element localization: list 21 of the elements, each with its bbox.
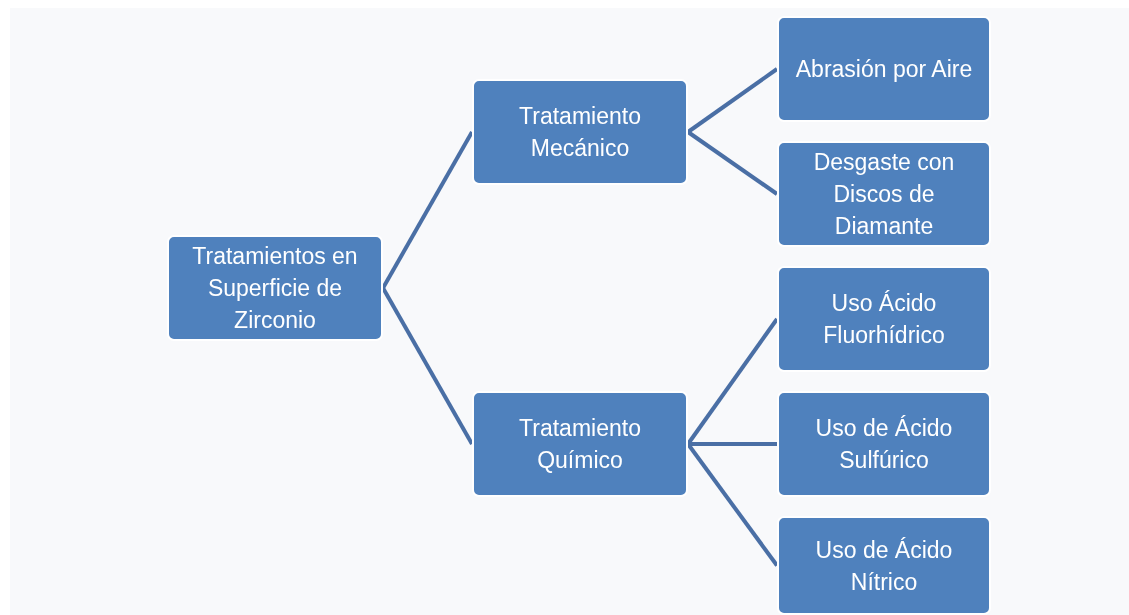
connector-line — [686, 67, 779, 134]
process-box — [167, 235, 383, 341]
node-label: Tratamiento Químico — [518, 414, 642, 475]
connector-line — [686, 130, 779, 196]
node-label: Uso de Ácido Nítrico — [814, 535, 954, 597]
process-box — [777, 16, 991, 122]
process-box — [777, 266, 991, 372]
process-box — [777, 141, 991, 247]
node-label: Uso de Ácido Sulfúrico — [814, 414, 954, 475]
node-label: Tratamientos en Superficie de Zirconio — [191, 242, 359, 335]
connector-line — [381, 287, 474, 445]
process-box — [472, 79, 688, 185]
process-box — [472, 391, 688, 497]
process-box — [777, 516, 991, 615]
node-label: Uso Ácido Fluorhídrico — [822, 289, 946, 350]
connector-line — [688, 442, 777, 446]
node-label: Tratamiento Mecánico — [518, 102, 642, 163]
process-box — [777, 391, 991, 497]
node-label: Desgaste con Discos de Diamante — [812, 148, 956, 241]
connector-line — [381, 131, 474, 289]
node-label: Abrasión por Aire — [795, 55, 973, 84]
